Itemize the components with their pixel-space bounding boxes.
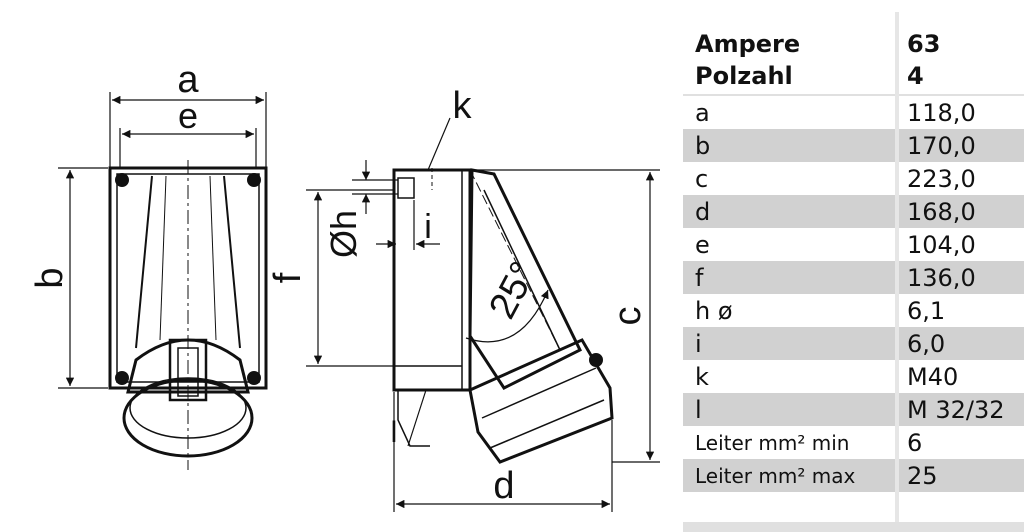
header-value: 4 [907, 62, 924, 90]
row-key: Leiter mm² max [695, 463, 856, 488]
divider [683, 522, 1024, 532]
label-d: d [493, 465, 514, 507]
label-l: l [391, 416, 398, 449]
front-view [108, 160, 268, 470]
label-a: a [177, 59, 199, 101]
row-value: 118,0 [907, 98, 976, 127]
table-row: h ø 6,1 [683, 294, 1024, 327]
label-f: f [267, 272, 309, 283]
row-value: 168,0 [907, 197, 976, 226]
column-divider [895, 12, 899, 532]
table-row: f 136,0 [683, 261, 1024, 294]
table-row: Leiter mm² min 6 [683, 426, 1024, 459]
row-key: c [695, 164, 709, 193]
spec-table: Ampere 63 Polzahl 4 a 118,0 b 170,0 c 223,0 d 1… [683, 0, 1024, 532]
table-row: a 118,0 [683, 96, 1024, 129]
label-b: b [29, 267, 71, 288]
row-key: l [695, 395, 702, 424]
header-key: Polzahl [695, 62, 793, 90]
row-value: 104,0 [907, 230, 976, 259]
table-row: b 170,0 [683, 129, 1024, 162]
header-key: Ampere [695, 30, 801, 58]
row-key: i [695, 329, 702, 358]
label-k: k [453, 85, 473, 127]
table-header-row: Polzahl 4 [683, 60, 1024, 92]
table-row: i 6,0 [683, 327, 1024, 360]
row-value: M40 [907, 362, 959, 391]
row-value: 6,0 [907, 329, 946, 358]
label-e: e [178, 95, 198, 136]
table-row: l M 32/32 [683, 393, 1024, 426]
label-h: Øh [323, 210, 364, 258]
side-view [392, 168, 614, 464]
front-dimensions [58, 92, 267, 389]
row-key: f [695, 263, 704, 292]
table-header-row: Ampere 63 [683, 28, 1024, 60]
row-value: M 32/32 [907, 395, 1005, 424]
table-row: c 223,0 [683, 162, 1024, 195]
divider [683, 94, 1024, 96]
table-row: e 104,0 [683, 228, 1024, 261]
side-dimensions [306, 117, 660, 512]
dimension-drawing: a e b [29, 59, 660, 512]
label-angle: 25° [481, 255, 545, 325]
row-key: h ø [695, 296, 733, 325]
row-key: Leiter mm² min [695, 430, 850, 455]
row-value: 6,1 [907, 296, 946, 325]
row-value: 170,0 [907, 131, 976, 160]
row-key: d [695, 197, 711, 226]
table-row: d 168,0 [683, 195, 1024, 228]
header-value: 63 [907, 30, 941, 58]
label-i: i [424, 208, 432, 246]
row-value: 6 [907, 428, 923, 457]
row-key: a [695, 98, 710, 127]
label-c: c [607, 307, 649, 326]
row-value: 223,0 [907, 164, 976, 193]
row-key: k [695, 362, 709, 391]
row-key: b [695, 131, 711, 160]
row-value: 136,0 [907, 263, 976, 292]
row-key: e [695, 230, 710, 259]
table-row: Leiter mm² max 25 [683, 459, 1024, 492]
row-value: 25 [907, 461, 938, 490]
table-row: k M40 [683, 360, 1024, 393]
